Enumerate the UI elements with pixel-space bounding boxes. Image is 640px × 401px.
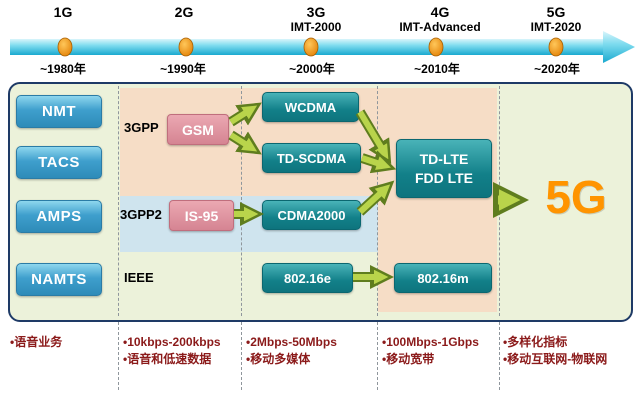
year-label-1990: ~1990年 xyxy=(160,62,206,76)
timeline-marker-3g xyxy=(303,37,319,57)
footnote-line: •移动宽带 xyxy=(382,352,435,367)
label-ieee: IEEE xyxy=(124,270,154,285)
box-802-16m: 802.16m xyxy=(394,263,492,293)
footnote-line: •语音业务 xyxy=(10,335,63,349)
column-divider xyxy=(499,86,500,316)
label-3gpp2: 3GPP2 xyxy=(120,207,162,222)
box-is95: IS-95 xyxy=(169,200,234,231)
year-label-2000: ~2000年 xyxy=(289,62,335,76)
year-label-1980: ~1980年 xyxy=(40,62,86,76)
timeline-marker-5g xyxy=(548,37,564,57)
box-gsm: GSM xyxy=(167,114,229,145)
gen-label-1g: 1G xyxy=(53,4,73,20)
column-divider xyxy=(499,322,500,390)
footnote-4g: •100Mbps-1Gbps •移动宽带 xyxy=(382,334,498,369)
timeline-marker-1g xyxy=(57,37,73,57)
timeline-marker-2g xyxy=(178,37,194,57)
year-label-2020: ~2020年 xyxy=(534,62,580,76)
footnote-1g: •语音业务 xyxy=(10,334,116,351)
label-5g: 5G xyxy=(545,171,607,223)
box-nmt: NMT xyxy=(16,95,102,128)
footnote-line: •2Mbps-50Mbps xyxy=(246,335,337,349)
column-divider xyxy=(118,322,119,390)
box-td-lte-fdd-lte: TD-LTE FDD LTE xyxy=(396,139,492,198)
column-divider xyxy=(241,86,242,316)
gen-label-2g: 2G xyxy=(174,4,194,20)
box-td-lte-line2: FDD LTE xyxy=(414,169,474,186)
column-divider xyxy=(377,322,378,390)
footnote-line: •移动互联网-物联网 xyxy=(503,352,608,367)
footnote-line: •多样化指标 xyxy=(503,335,568,349)
box-td-lte-line1: TD-LTE xyxy=(419,150,469,167)
box-802-16e: 802.16e xyxy=(262,263,353,293)
box-td-scdma: TD-SCDMA xyxy=(262,143,361,173)
box-amps: AMPS xyxy=(16,200,102,233)
footnote-5g: •多样化指标 •移动互联网-物联网 xyxy=(503,334,637,369)
label-3gpp: 3GPP xyxy=(124,120,159,135)
box-namts: NAMTS xyxy=(16,263,102,296)
box-tacs: TACS xyxy=(16,146,102,179)
column-divider xyxy=(377,86,378,316)
footnote-line: •移动多媒体 xyxy=(246,352,311,367)
column-divider xyxy=(241,322,242,390)
timeline-marker-4g xyxy=(428,37,444,57)
footnote-2g: •10kbps-200kbps •语音和低速数据 xyxy=(123,334,239,369)
footnote-3g: •2Mbps-50Mbps •移动多媒体 xyxy=(246,334,374,369)
footnote-line: •10kbps-200kbps xyxy=(123,335,221,349)
box-cdma2000: CDMA2000 xyxy=(262,200,361,230)
column-divider xyxy=(118,86,119,316)
footnote-line: •语音和低速数据 xyxy=(123,352,212,367)
box-wcdma: WCDMA xyxy=(262,92,359,122)
year-label-2010: ~2010年 xyxy=(414,62,460,76)
footnote-line: •100Mbps-1Gbps xyxy=(382,335,479,349)
